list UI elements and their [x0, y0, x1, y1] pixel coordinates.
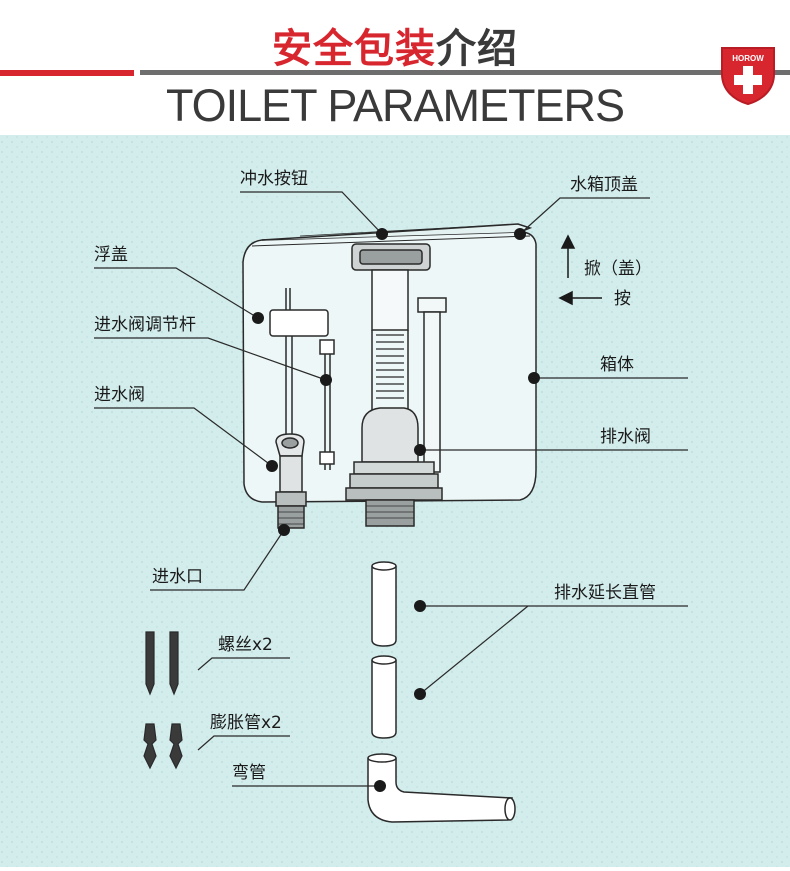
tank-diagram: 冲水按钮 水箱顶盖 浮盖 掀（盖） 按 进水阀调节杆 进水阀 箱体 排水阀 进水… — [0, 135, 790, 867]
title-dark-part: 介绍 — [436, 26, 518, 72]
brand-shield-logo — [721, 47, 775, 106]
label-flush-button: 冲水按钮 — [240, 169, 308, 189]
diagram-panel: 冲水按钮 水箱顶盖 浮盖 掀（盖） 按 进水阀调节杆 进水阀 箱体 排水阀 进水… — [0, 135, 790, 867]
page-title: 安全包装介绍 — [0, 16, 790, 74]
extension-pipes — [371, 561, 397, 739]
label-elbow-pipe: 弯管 — [232, 763, 266, 783]
page-subtitle: TOILET PARAMETERS — [165, 80, 625, 131]
header: 安全包装介绍 TOILET PARAMETERS HOROW — [0, 0, 790, 135]
label-lift-lid: 掀（盖） — [584, 259, 652, 279]
label-drain-valve: 排水阀 — [600, 427, 651, 447]
screws-shape — [145, 631, 179, 696]
label-float-cover: 浮盖 — [94, 245, 128, 265]
label-tank-lid: 水箱顶盖 — [570, 175, 638, 195]
gray-divider — [140, 70, 790, 75]
leader-dots — [252, 228, 540, 792]
elbow-pipe-shape — [367, 753, 516, 823]
leader-lines — [94, 191, 688, 787]
direction-arrows — [558, 234, 602, 306]
red-divider — [0, 70, 134, 76]
label-drain-extension-pipe: 排水延长直管 — [554, 583, 656, 603]
label-press: 按 — [614, 289, 631, 309]
label-tank-body: 箱体 — [600, 355, 634, 375]
label-screws: 螺丝x2 — [218, 635, 273, 655]
label-expansion-tubes: 膨胀管x2 — [210, 713, 282, 733]
logo-text: HOROW — [732, 54, 764, 63]
tank-assembly — [242, 223, 537, 529]
label-water-inlet: 进水口 — [152, 567, 203, 587]
expansion-tubes-shape — [143, 723, 183, 770]
title-red-part: 安全包装 — [272, 26, 436, 72]
label-inlet-valve: 进水阀 — [94, 385, 145, 405]
label-inlet-adjust-rod: 进水阀调节杆 — [94, 315, 196, 335]
